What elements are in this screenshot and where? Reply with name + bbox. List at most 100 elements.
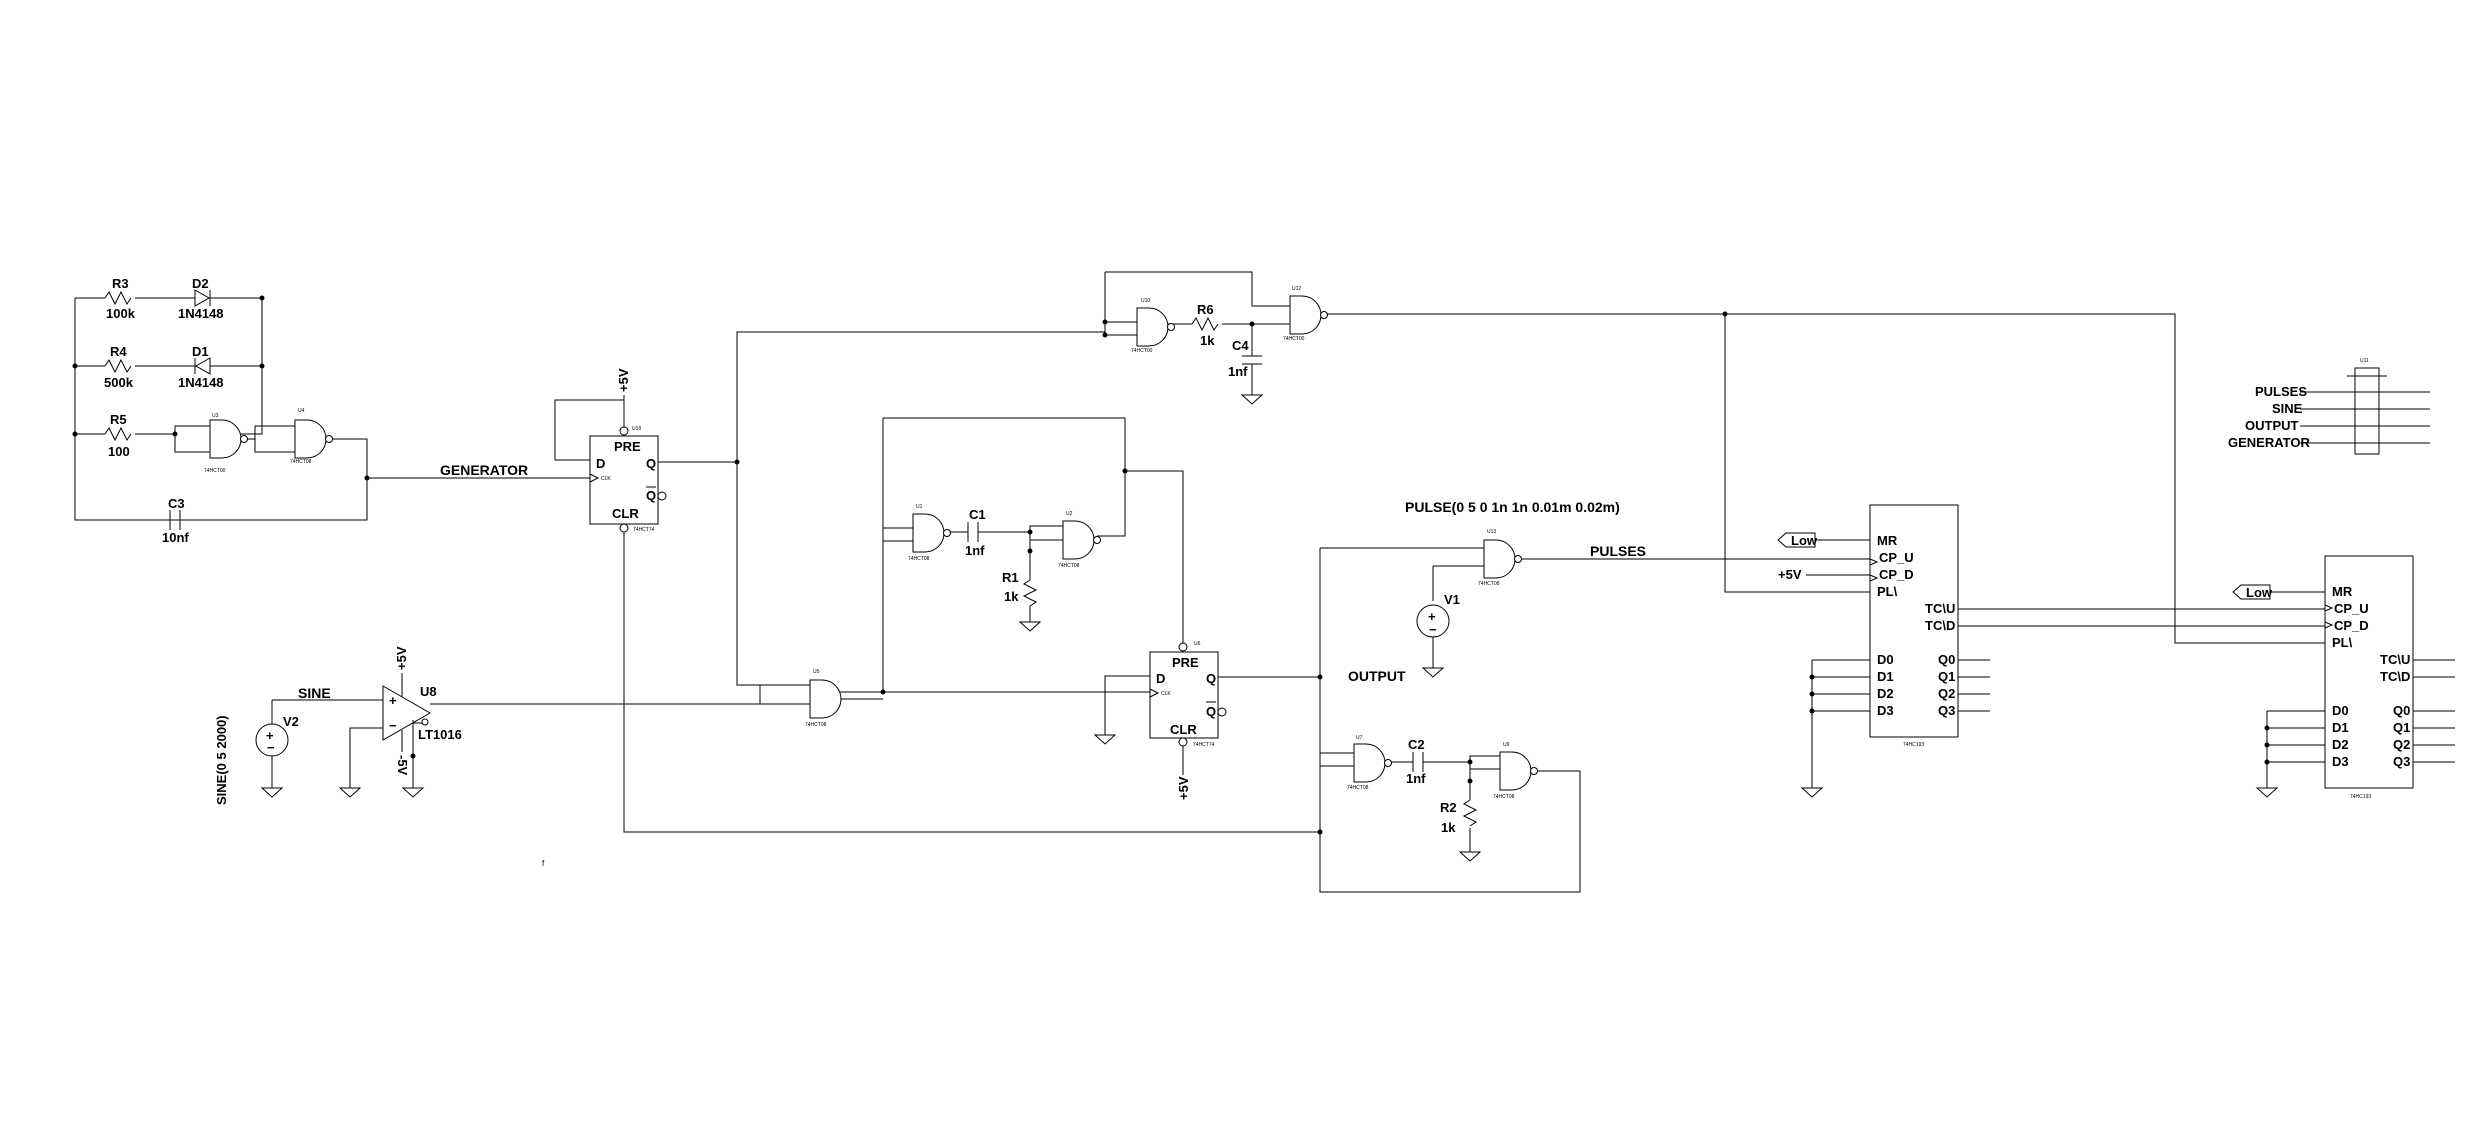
u5-part: 74HCT08	[805, 722, 827, 728]
counter1-tcd: TC\D	[1925, 618, 1955, 633]
ground-icon	[1240, 394, 1264, 405]
nand-gate-u4: U4 74HCT08	[290, 408, 333, 465]
nand-gate-u9: U9 74HCT08	[1493, 742, 1538, 800]
ff2-q: Q	[1206, 671, 1216, 686]
ff2-clr: CLR	[1170, 722, 1197, 737]
capacitor-c4: C4 1nf	[1228, 338, 1262, 379]
u12-part: 74HCT00	[1283, 336, 1305, 342]
connector-mark: U11	[2360, 358, 2369, 364]
ff2-mark: U6	[1194, 641, 1201, 647]
v1-pulse-spec: PULSE(0 5 0 1n 1n 0.01m 0.02m)	[1405, 499, 1620, 515]
ff1-q: Q	[646, 456, 656, 471]
r6-ref: R6	[1197, 302, 1214, 317]
u7-mark: U7	[1356, 735, 1363, 741]
ground-icon	[1018, 621, 1042, 632]
ff1-qbar: Q	[646, 488, 656, 503]
u5-mark: U5	[813, 669, 820, 675]
counter2-d2: D2	[2332, 737, 2349, 752]
counter2-tcd: TC\D	[2380, 669, 2410, 684]
counter2-q1: Q1	[2393, 720, 2410, 735]
u2-mark: U2	[1066, 511, 1073, 517]
ground-icon	[1421, 667, 1445, 678]
counter2-d0: D0	[2332, 703, 2349, 718]
counter2-cpd: CP_D	[2334, 618, 2369, 633]
r2-value: 1k	[1441, 820, 1456, 835]
bottom-monostable: U7 74HCT08 C2 1nf U9 74HCT08 R2 1k	[1317, 548, 1581, 893]
u13-mark: U13	[1487, 529, 1496, 535]
middle-monostable: U1 74HCT08 C1 1nf U2 74HCT08 R1 1k	[810, 417, 1184, 695]
resistor-r4: R4 500k	[104, 344, 134, 390]
u1-mark: U1	[916, 504, 923, 510]
resistor-r5: R5 100	[104, 412, 132, 459]
counter2-mr: MR	[2332, 584, 2353, 599]
c1-value: 1nf	[965, 543, 985, 558]
v2-minus: −	[267, 740, 275, 755]
d1-value: 1N4148	[178, 375, 224, 390]
comparator-u8: + − U8 LT1016 +5V -5V SINE	[271, 646, 761, 798]
nand-gate-u7: U7 74HCT08	[1347, 735, 1392, 791]
counter1-cpd-vcc: +5V	[1778, 567, 1802, 582]
ground-icon	[401, 787, 425, 798]
capacitor-c2: C2 1nf	[1406, 737, 1426, 786]
u10-part: 74HCT00	[1131, 348, 1153, 354]
r4-value: 500k	[104, 375, 134, 390]
nand-gate-u12: U12 74HCT00	[1283, 286, 1328, 342]
counter1-d1: D1	[1877, 669, 1894, 684]
counter2-d1: D1	[2332, 720, 2349, 735]
resistor-r3: R3 100k	[104, 276, 136, 321]
c2-value: 1nf	[1406, 771, 1426, 786]
bus-label-output: OUTPUT	[2245, 418, 2299, 433]
c4-value: 1nf	[1228, 364, 1248, 379]
ground-icon	[338, 787, 362, 798]
diode-d2: D2 1N4148	[178, 276, 224, 321]
counter1-q0: Q0	[1938, 652, 1955, 667]
r2-ref: R2	[1440, 800, 1457, 815]
r3-ref: R3	[112, 276, 129, 291]
ff1-clk: CLK	[601, 476, 611, 482]
diode-d1: D1 1N4148	[178, 344, 224, 390]
u3-part: 74HCT00	[204, 468, 226, 474]
counter1-mr-label: Low	[1791, 533, 1818, 548]
counter2-q0: Q0	[2393, 703, 2410, 718]
counter1-cpd: CP_D	[1879, 567, 1914, 582]
flip-flop-1: PRE CLR D Q Q CLK U18 74HCT74 +5V	[554, 368, 1320, 833]
nand-gate-u1: U1 74HCT08	[908, 504, 951, 562]
net-label-generator: GENERATOR	[440, 462, 528, 478]
bus-label-sine: SINE	[2272, 401, 2303, 416]
capacitor-c3: C3 10nf	[162, 496, 189, 545]
net-label-output: OUTPUT	[1348, 668, 1406, 684]
ground-icon	[260, 787, 284, 798]
ff1-vcc-label: +5V	[616, 368, 631, 392]
net-label-pulses: PULSES	[1590, 543, 1646, 559]
v2-plus: +	[266, 728, 274, 743]
u8-in-minus: −	[389, 718, 397, 733]
ff1-d: D	[596, 456, 605, 471]
u4-part: 74HCT08	[290, 459, 312, 465]
ff2-d: D	[1156, 671, 1165, 686]
ff2-qbar: Q	[1206, 704, 1216, 719]
v1-plus: +	[1428, 609, 1436, 624]
top-branch: U10 74HCT00 R6 1k C4 1nf U12 74HCT00	[736, 271, 2325, 686]
c3-value: 10nf	[162, 530, 189, 545]
nand-gate-u3: U3 74HCT00	[204, 413, 248, 474]
counter1-q2: Q2	[1938, 686, 1955, 701]
u8-vcc-label: +5V	[394, 646, 409, 670]
counter2-mr-label: Low	[2246, 585, 2273, 600]
v1-ref: V1	[1444, 592, 1460, 607]
u10-mark: U10	[1141, 298, 1150, 304]
r4-ref: R4	[110, 344, 127, 359]
u8-ref: U8	[420, 684, 437, 699]
ff2-clk: CLK	[1161, 691, 1171, 697]
v2-ref: V2	[283, 714, 299, 729]
voltage-source-v2: + − V2 SINE(0 5 2000)	[214, 708, 299, 805]
u2-part: 74HCT08	[1058, 563, 1080, 569]
u12-mark: U12	[1292, 286, 1301, 292]
u4-mark: U4	[298, 408, 305, 414]
bus-label-generator: GENERATOR	[2228, 435, 2310, 450]
ff2-clr-vcc-label: +5V	[1176, 776, 1191, 800]
u8-in-plus: +	[389, 693, 397, 708]
u13-part: 74HCT08	[1478, 581, 1500, 587]
u3-mark: U3	[212, 413, 219, 419]
resistor-r6: R6 1k	[1191, 302, 1219, 348]
c1-ref: C1	[969, 507, 986, 522]
